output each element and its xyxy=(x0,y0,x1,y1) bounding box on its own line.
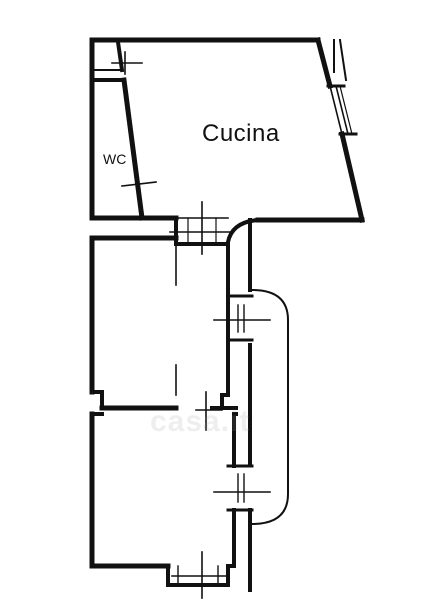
middle-lower-door xyxy=(195,391,223,431)
lower-room-window xyxy=(213,464,271,512)
middle-room-walls xyxy=(89,235,238,411)
lower-room-walls xyxy=(89,411,238,587)
lower-room-balcony-door xyxy=(171,551,227,599)
kitchen-label: Cucina xyxy=(202,120,280,147)
kitchen-window xyxy=(326,84,358,136)
wc-partition xyxy=(92,39,157,221)
wc-label: WC xyxy=(103,151,127,167)
middle-room-window xyxy=(213,294,271,342)
balcony xyxy=(250,288,289,526)
kitchen-walls xyxy=(89,36,366,245)
kitchen-door xyxy=(169,201,233,302)
outer-right-line xyxy=(333,38,348,82)
watermark-logo: casa.it xyxy=(150,405,251,438)
